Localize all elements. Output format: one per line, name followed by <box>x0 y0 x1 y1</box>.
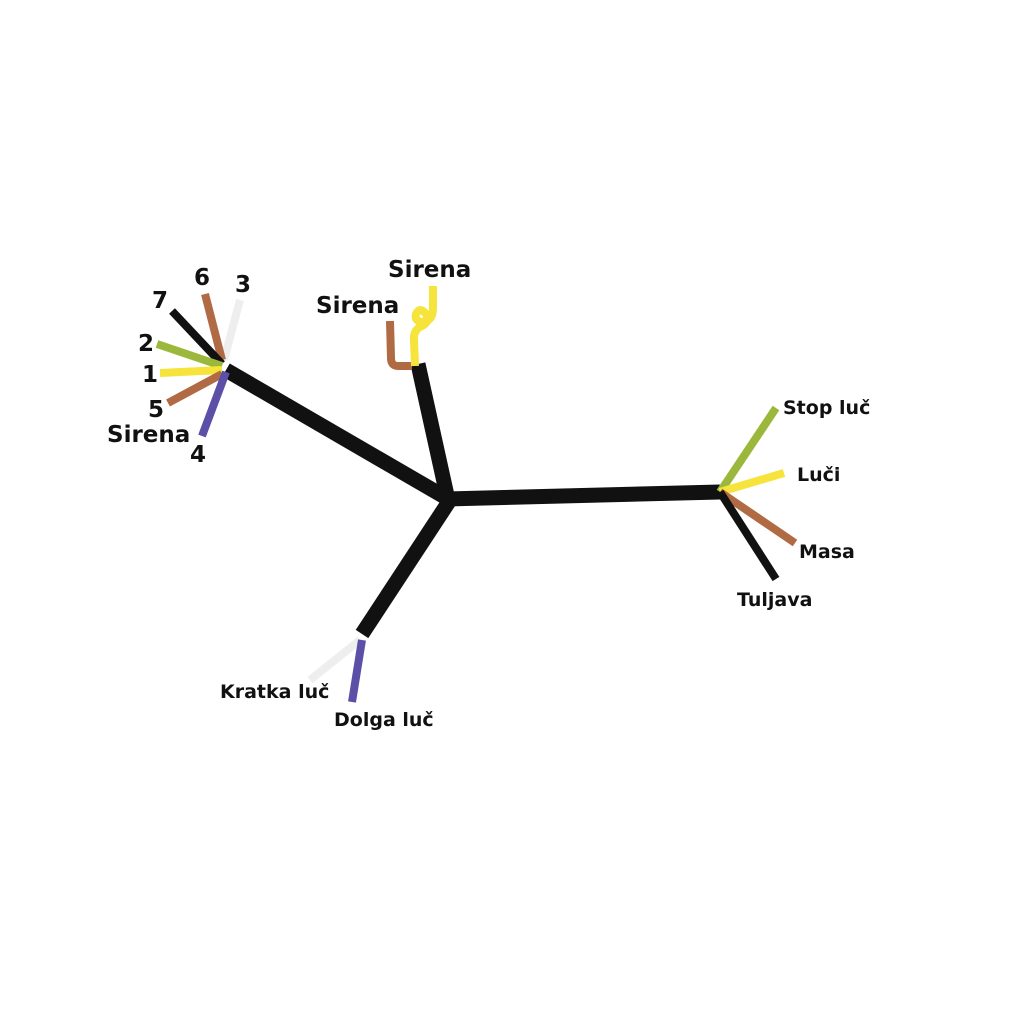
bottom-connector-wires <box>307 636 366 703</box>
wire-kratka-white <box>307 636 363 684</box>
bottom-labels: Kratka luč Dolga luč <box>220 681 434 731</box>
label-stop-luc: Stop luč <box>783 397 870 419</box>
wire-4-blue <box>198 370 230 438</box>
label-masa: Masa <box>799 541 855 563</box>
right-labels: Stop luč Luči Masa Tuljava <box>737 397 870 611</box>
wire-stop-green <box>716 405 780 495</box>
label-2: 2 <box>138 331 154 357</box>
wire-5-brown <box>166 370 224 407</box>
label-kratka-luc: Kratka luč <box>220 681 329 703</box>
label-1: 1 <box>142 362 158 388</box>
wire-masa-brown <box>717 488 798 547</box>
label-4: 4 <box>190 442 206 468</box>
wire-1-yellow <box>159 366 223 377</box>
wire-3-white <box>220 298 244 362</box>
wire-7-black <box>169 308 225 367</box>
wire-tuljava-black <box>716 489 780 582</box>
top-connector-wires <box>386 286 437 370</box>
label-tuljava: Tuljava <box>737 589 812 611</box>
left-connector-wires <box>155 293 244 438</box>
left-labels: 7 6 3 2 1 5 Sirena 4 <box>107 265 251 468</box>
wire-dolga-blue <box>348 639 366 703</box>
cable-left <box>222 363 454 507</box>
wire-luci-yellow <box>718 469 786 496</box>
wire-sirena-yellow <box>409 286 437 367</box>
label-5: 5 <box>148 397 164 423</box>
wire-2-green <box>155 340 224 370</box>
label-7: 7 <box>152 288 168 314</box>
cable-right <box>445 484 721 507</box>
cable-bottom <box>355 495 457 639</box>
main-harness <box>222 362 721 639</box>
label-sirena-left: Sirena <box>107 422 190 448</box>
right-connector-wires <box>716 405 798 582</box>
wire-6-brown <box>201 293 226 361</box>
cable-top <box>410 362 456 502</box>
label-luci: Luči <box>797 464 840 486</box>
top-labels: Sirena Sirena <box>316 257 471 319</box>
label-3: 3 <box>235 272 251 298</box>
label-dolga-luc: Dolga luč <box>334 709 434 731</box>
label-6: 6 <box>194 265 210 291</box>
label-sirena-brown: Sirena <box>316 293 399 319</box>
wire-sirena-brown <box>386 320 412 370</box>
label-sirena-yellow: Sirena <box>388 257 471 283</box>
